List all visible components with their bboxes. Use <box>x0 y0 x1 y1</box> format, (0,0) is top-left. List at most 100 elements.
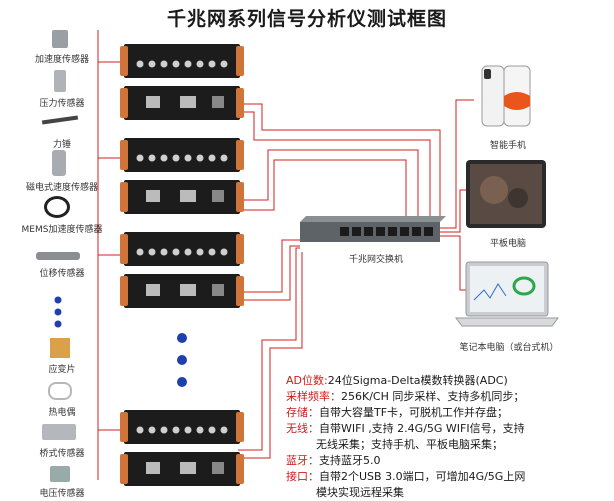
bnc-connector <box>136 154 144 162</box>
sensor-label-velocity: 磁电式速度传感器 <box>25 183 98 193</box>
bnc-connector <box>160 60 168 68</box>
spec-key: 接口 <box>286 470 308 483</box>
strain-gauge-icon <box>50 338 70 358</box>
bnc-connector <box>184 426 192 434</box>
bnc-connector <box>220 426 228 434</box>
net-line-3 <box>238 239 300 293</box>
spec-key: 存储 <box>286 406 308 419</box>
device-label-laptop: 笔记本电脑（或台式机） <box>459 343 559 353</box>
ellipsis-dot <box>177 355 187 365</box>
spec-value: 256K/CH 同步采样、支持多机同步； <box>341 390 525 403</box>
bnc-connector <box>208 154 216 162</box>
spec-row: 蓝牙：支持蓝牙5.0 <box>286 453 608 469</box>
bnc-connector <box>208 60 216 68</box>
spec-separator: ： <box>308 422 319 435</box>
switch-label: 千兆网交换机 <box>348 255 403 265</box>
mems-sensor-icon <box>44 196 70 218</box>
spec-key: 蓝牙 <box>286 454 308 467</box>
net-line-2 <box>238 149 419 220</box>
voltage-sensor-icon <box>50 466 70 482</box>
sensor-label-voltage: 电压传感器 <box>39 489 85 499</box>
spec-value: 自带2个USB 3.0端口，可增加4G/5G上网 <box>319 470 526 483</box>
spec-separator: : <box>324 374 328 387</box>
spec-key: 无线 <box>286 422 308 435</box>
device-label-tablet: 平板电脑 <box>489 239 526 249</box>
sensor-label-accelerometer: 加速度传感器 <box>34 55 89 65</box>
bnc-connector <box>172 426 180 434</box>
velocity-sensor-icon <box>52 150 66 176</box>
bnc-connector <box>172 248 180 256</box>
sensor-label-force-hammer: 力锤 <box>52 140 71 150</box>
spec-row: 采样频率：256K/CH 同步采样、支持多机同步； <box>286 389 608 405</box>
spec-separator: ： <box>308 406 319 419</box>
thermocouple-icon <box>48 382 72 400</box>
bnc-connector <box>148 248 156 256</box>
spec-value-continuation: 模块实现远程采集 <box>316 486 404 499</box>
accelerometer-icon <box>52 30 68 48</box>
bnc-connector <box>148 154 156 162</box>
bnc-connector <box>196 154 204 162</box>
bnc-connector <box>208 248 216 256</box>
displacement-sensor-icon <box>36 252 80 260</box>
bnc-connector <box>184 248 192 256</box>
spec-row: 接口：自带2个USB 3.0端口，可增加4G/5G上网 <box>286 469 608 485</box>
bnc-connector <box>196 426 204 434</box>
laptop-icon <box>455 261 559 327</box>
spec-value: 自带WIFI ,支持 2.4G/5G WIFI信号，支持 <box>319 422 525 435</box>
ellipsis-dot <box>177 333 187 343</box>
device-label-smartphone: 智能手机 <box>489 141 526 151</box>
bnc-connector <box>136 248 144 256</box>
spec-panel: AD位数:24位Sigma-Delta模数转换器(ADC)采样频率：256K/C… <box>286 373 608 501</box>
analyzer-rear-panel <box>120 274 244 308</box>
spec-key: AD位数 <box>286 374 324 387</box>
bnc-connector <box>172 154 180 162</box>
bridge-sensor-icon <box>42 424 76 440</box>
spec-row: 存储：自带大容量TF卡，可脱机工作并存盘； <box>286 405 608 421</box>
spec-key: 采样频率 <box>286 390 330 403</box>
ellipsis-dot <box>177 377 187 387</box>
bnc-connector <box>208 426 216 434</box>
bnc-connector <box>196 248 204 256</box>
analyzer-front-panel <box>120 44 244 78</box>
smartphone-icon <box>481 65 531 127</box>
ellipsis-dot <box>54 296 62 304</box>
analyzer-front-panel <box>120 410 244 444</box>
bnc-connector <box>172 60 180 68</box>
bnc-connector <box>136 426 144 434</box>
tablet-icon <box>466 160 546 228</box>
bnc-connector <box>160 426 168 434</box>
spec-row: 无线：自带WIFI ,支持 2.4G/5G WIFI信号，支持 <box>286 421 608 437</box>
spec-separator: ： <box>330 390 341 403</box>
sensor-label-displacement: 位移传感器 <box>39 269 85 279</box>
sensor-label-thermocouple: 热电偶 <box>48 408 76 418</box>
analyzer-front-panel <box>120 138 244 172</box>
spec-separator: ： <box>308 454 319 467</box>
sensor-label-bridge: 桥式传感器 <box>39 449 85 459</box>
spec-value: 支持蓝牙5.0 <box>319 454 381 467</box>
switch-to-phone-line <box>440 99 474 229</box>
ellipsis-dot <box>54 308 62 316</box>
spec-row: AD位数:24位Sigma-Delta模数转换器(ADC) <box>286 373 608 389</box>
analyzer-rear-panel <box>120 180 244 214</box>
bnc-connector <box>148 426 156 434</box>
analyzer-rear-panel <box>120 452 244 486</box>
spec-value: 自带大容量TF卡，可脱机工作并存盘； <box>319 406 509 419</box>
network-switch-icon <box>300 216 446 242</box>
bnc-connector <box>136 60 144 68</box>
net-line-4 <box>238 247 300 451</box>
analyzer-rear-panel <box>120 86 244 120</box>
bnc-connector <box>220 60 228 68</box>
bnc-connector <box>160 248 168 256</box>
ellipsis-dots-instruments <box>177 333 187 387</box>
sensor-label-pressure: 压力传感器 <box>39 99 85 109</box>
bnc-connector <box>160 154 168 162</box>
bnc-connector <box>148 60 156 68</box>
page-title: 千兆网系列信号分析仪测试框图 <box>166 8 447 30</box>
bnc-connector <box>220 154 228 162</box>
bnc-connector <box>184 60 192 68</box>
pressure-sensor-icon <box>54 70 66 92</box>
analyzer-front-panel <box>120 232 244 266</box>
ellipsis-dots-sensors <box>54 296 62 328</box>
sensor-label-mems: MEMS加速度传感器 <box>21 225 103 235</box>
spec-value-continuation: 无线采集；支持手机、平板电脑采集； <box>316 438 503 451</box>
